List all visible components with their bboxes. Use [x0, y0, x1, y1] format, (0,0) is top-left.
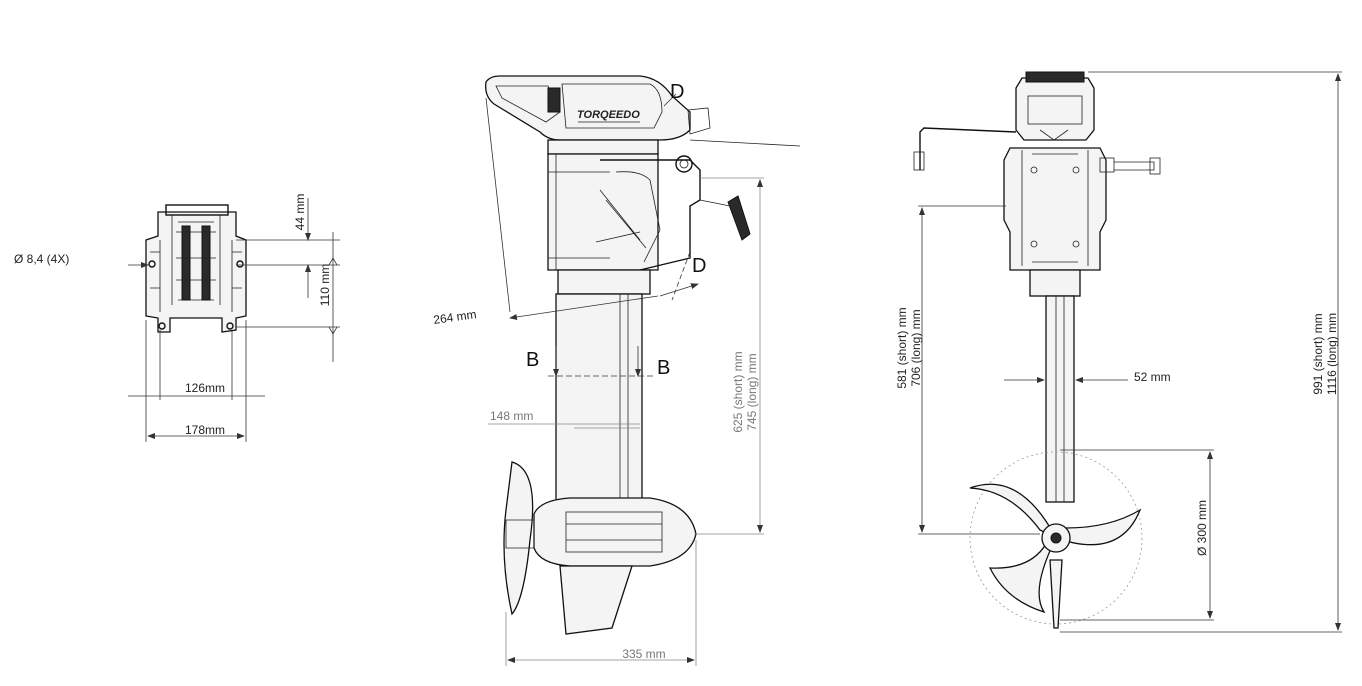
rear-shaft-short-label: 581 (short) mm: [895, 307, 909, 388]
total-short-label: 991 (short) mm: [1311, 313, 1325, 394]
rear-shaft-long-label: 706 (long) mm: [909, 309, 923, 386]
dim-126-label: 126mm: [185, 381, 225, 395]
prop-diameter-label: Ø 300 mm: [1195, 500, 1209, 556]
rear-head: [913, 71, 1095, 171]
shaft-length-short-label: 625 (short) mm: [731, 351, 745, 432]
section-d-bottom: D: [692, 255, 706, 277]
rear-bracket: [1003, 147, 1161, 297]
rear-view: 581 (short) mm 706 (long) mm 52 mm Ø 300…: [895, 71, 1342, 633]
motor-head: TORQEEDO: [485, 75, 801, 155]
pod: [503, 461, 697, 635]
propeller: [969, 451, 1143, 629]
dim-178-label: 178mm: [185, 423, 225, 437]
dim-52-label: 52 mm: [1134, 370, 1171, 384]
dim-148-label: 148 mm: [490, 409, 533, 423]
brand-logo-text: TORQEEDO: [577, 109, 640, 121]
section-d-top: D: [670, 81, 684, 103]
hole-diameter-label: Ø 8,4 (4X): [14, 252, 69, 266]
dim-44-label: 44 mm: [293, 194, 307, 231]
dim-335-label: 335 mm: [622, 647, 665, 661]
shaft-length-long-label: 745 (long) mm: [745, 353, 759, 430]
rear-shaft: [1045, 295, 1075, 503]
section-b-left: B: [526, 349, 539, 371]
dim-110-label: 110 mm: [318, 264, 332, 306]
total-long-label: 1116 (long) mm: [1325, 313, 1339, 395]
upper-housing: [547, 153, 751, 295]
shaft: [555, 293, 643, 501]
front-view: Ø 8,4 (4X) 44 mm 110 mm 126mm 178mm: [14, 194, 340, 442]
front-bracket: [145, 204, 247, 333]
dim-264-label: 264 mm: [432, 307, 477, 327]
section-b-right: B: [657, 357, 670, 379]
side-view: TORQEEDO: [432, 75, 801, 666]
